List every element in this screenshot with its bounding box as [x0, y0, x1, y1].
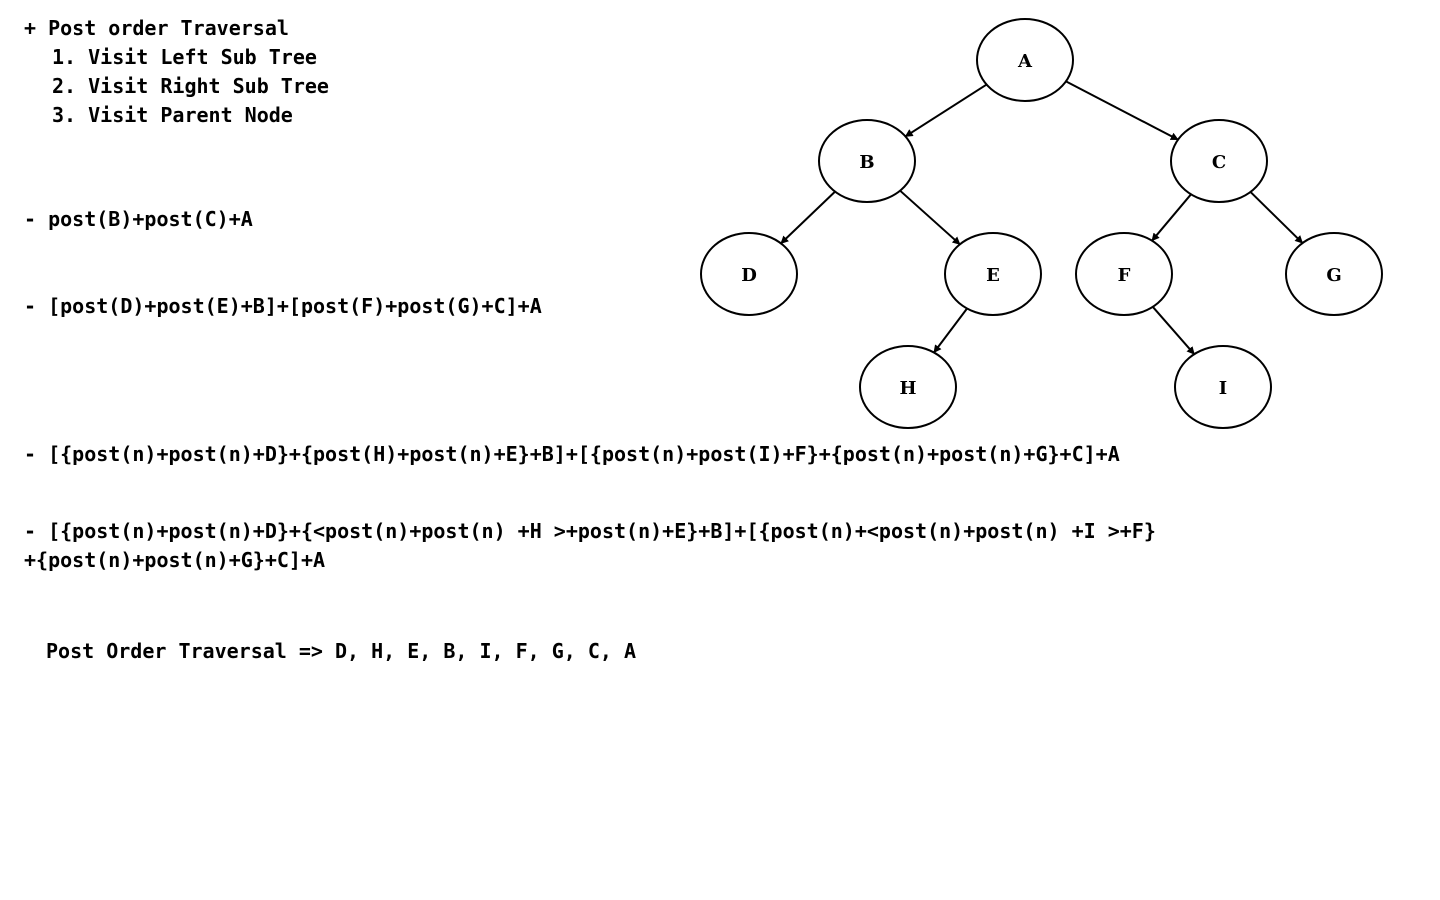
tree-node-c: C [1170, 119, 1268, 203]
tree-node-label: F [1118, 265, 1131, 286]
tree-node-label: D [741, 265, 757, 286]
tree-node-i: I [1174, 345, 1272, 429]
expansion-level4-line1: - [{post(n)+post(n)+D}+{<post(n)+post(n)… [24, 519, 1156, 543]
tree-node-e: E [944, 232, 1042, 316]
tree-node-label: E [986, 265, 1000, 286]
tree-edges [780, 80, 1304, 355]
tree-node-g: G [1285, 232, 1383, 316]
tree-edge-b-e [899, 189, 961, 246]
expansion-level4-line2: +{post(n)+post(n)+G}+C]+A [24, 548, 326, 572]
tree-edge-a-c [1065, 80, 1179, 141]
tree-node-circle [859, 345, 957, 429]
expansion-level2: - [post(D)+post(E)+B]+[post(F)+post(G)+C… [24, 294, 542, 318]
tree-edge-a-b [904, 83, 988, 138]
tree-node-circle [818, 119, 916, 203]
traversal-result: Post Order Traversal => D, H, E, B, I, F… [46, 639, 637, 663]
tree-node-b: B [818, 119, 916, 203]
tree-node-d: D [700, 232, 798, 316]
tree-edge-c-g [1249, 191, 1304, 244]
traversal-heading: + Post order Traversal [24, 16, 289, 40]
tree-node-circle [976, 18, 1074, 102]
step-item: 1. Visit Left Sub Tree [52, 45, 317, 69]
tree-nodes: A B C D E F G H I [700, 18, 1383, 429]
tree-edge-e-h [933, 307, 968, 354]
tree-node-label: H [899, 378, 916, 399]
tree-node-circle [944, 232, 1042, 316]
tree-node-a: A [976, 18, 1074, 102]
tree-node-label: G [1326, 265, 1341, 286]
tree-node-label: B [859, 152, 874, 173]
tree-node-label: I [1219, 378, 1227, 399]
tree-edge-b-d [780, 190, 836, 245]
tree-node-h: H [859, 345, 957, 429]
step-item: 2. Visit Right Sub Tree [52, 74, 329, 98]
expansion-level3: - [{post(n)+post(n)+D}+{post(H)+post(n)+… [24, 442, 1120, 466]
tree-node-label: A [1017, 51, 1033, 72]
tree-node-circle [700, 232, 798, 316]
tree-node-label: C [1212, 152, 1226, 173]
tree-node-circle [1285, 232, 1383, 316]
expansion-level1: - post(B)+post(C)+A [24, 207, 253, 231]
tree-node-f: F [1075, 232, 1173, 316]
tree-node-circle [1075, 232, 1173, 316]
step-item: 3. Visit Parent Node [52, 103, 293, 127]
tree-node-circle [1174, 345, 1272, 429]
tree-edge-f-i [1152, 306, 1195, 355]
tree-node-circle [1170, 119, 1268, 203]
tree-edge-c-f [1151, 193, 1192, 242]
